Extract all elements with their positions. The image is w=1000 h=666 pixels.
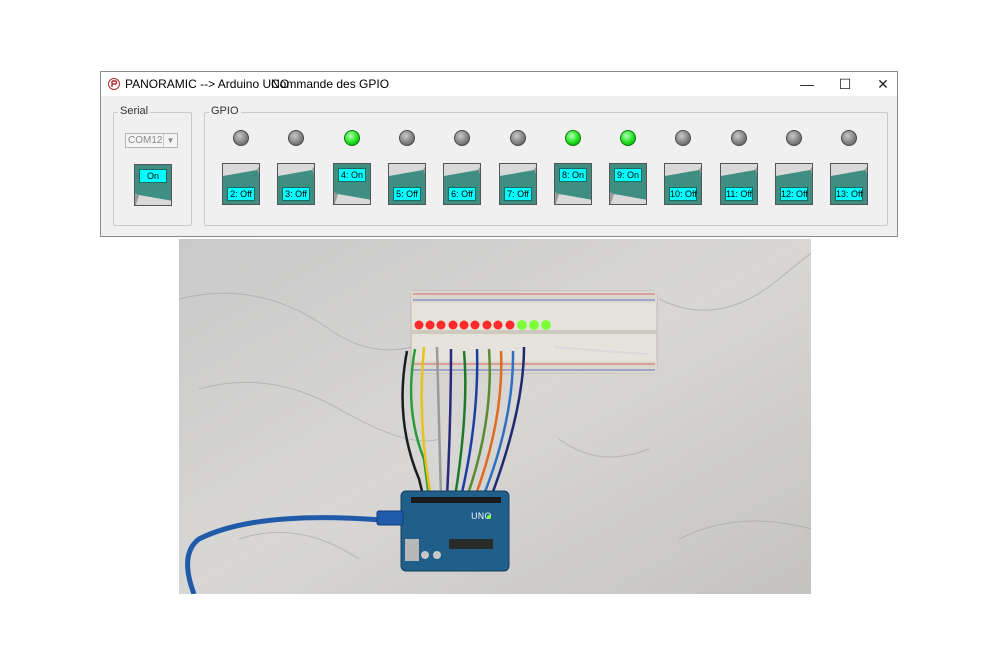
red-led: [425, 320, 435, 330]
gpio-toggle-label: 11: Off: [725, 187, 753, 201]
gpio-toggle-label: 10: Off: [669, 187, 697, 201]
minimize-icon: —: [800, 76, 814, 92]
chevron-down-icon[interactable]: ▼: [163, 134, 177, 147]
green-led: [541, 320, 551, 330]
gpio-toggle-button[interactable]: 4: On: [333, 163, 371, 205]
title-bar[interactable]: PANORAMIC --> Arduino UNO Commande des G…: [101, 72, 897, 96]
window-subtitle: Commande des GPIO: [271, 77, 390, 91]
serial-toggle-button[interactable]: On: [134, 164, 172, 206]
panoramic-app-icon: [108, 78, 120, 90]
gpio-toggle-button[interactable]: 9: On: [609, 163, 647, 205]
red-led: [436, 320, 446, 330]
serial-toggle-label: On: [139, 169, 167, 183]
gpio-toggle-label: 4: On: [338, 168, 366, 182]
red-led: [505, 320, 515, 330]
maximize-icon: ☐: [838, 75, 852, 92]
red-led: [470, 320, 480, 330]
gpio-led-7: [620, 130, 636, 146]
gpio-led-10: [786, 130, 802, 146]
gpio-toggle-label: 3: Off: [282, 187, 310, 201]
gpio-led-5: [510, 130, 526, 146]
gpio-led-6: [565, 130, 581, 146]
uno-label: UNO: [471, 512, 491, 522]
gpio-toggle-button[interactable]: 11: Off: [720, 163, 758, 205]
gpio-toggle-label: 6: Off: [448, 187, 476, 201]
com-port-select[interactable]: COM12 ▼: [125, 133, 178, 148]
window-title: PANORAMIC --> Arduino UNO: [125, 77, 290, 91]
gpio-led-2: [344, 130, 360, 146]
gpio-toggle-label: 8: On: [559, 168, 587, 182]
com-port-value: COM12: [128, 135, 163, 146]
serial-group-label: Serial: [118, 105, 151, 117]
close-button[interactable]: ✕: [865, 72, 901, 96]
serial-group: Serial COM12 ▼ On: [113, 105, 192, 226]
gpio-toggle-label: 13: Off: [835, 187, 863, 201]
gpio-led-3: [399, 130, 415, 146]
hardware-photo: UNO: [179, 239, 811, 594]
arduino-uno-board: UNO: [400, 490, 510, 572]
red-led: [459, 320, 469, 330]
gpio-toggle-button[interactable]: 12: Off: [775, 163, 813, 205]
gpio-toggle-button[interactable]: 6: Off: [443, 163, 481, 205]
gpio-toggle-button[interactable]: 5: Off: [388, 163, 426, 205]
green-led: [529, 320, 539, 330]
gpio-toggle-button[interactable]: 3: Off: [277, 163, 315, 205]
gpio-toggle-label: 12: Off: [780, 187, 808, 201]
gpio-group-label: GPIO: [209, 105, 241, 117]
gpio-group: GPIO 2: Off 3: Off 4: On 5: Off 6: Off 7: Off…: [204, 105, 888, 226]
green-led: [517, 320, 527, 330]
gpio-led-8: [675, 130, 691, 146]
gpio-toggle-button[interactable]: 8: On: [554, 163, 592, 205]
close-icon: ✕: [877, 75, 889, 92]
gpio-toggle-label: 5: Off: [393, 187, 421, 201]
jumper-wires: [401, 346, 650, 500]
gpio-led-4: [454, 130, 470, 146]
gpio-toggle-button[interactable]: 2: Off: [222, 163, 260, 205]
red-led: [414, 320, 424, 330]
arduino-breadboard-image: UNO: [179, 239, 811, 594]
breadboard: [410, 290, 658, 374]
gpio-toggle-button[interactable]: 13: Off: [830, 163, 868, 205]
minimize-button[interactable]: —: [789, 72, 825, 96]
gpio-toggle-button[interactable]: 7: Off: [499, 163, 537, 205]
gpio-led-11: [841, 130, 857, 146]
gpio-toggle-label: 2: Off: [227, 187, 255, 201]
gpio-toggle-button[interactable]: 10: Off: [664, 163, 702, 205]
gpio-led-0: [233, 130, 249, 146]
gpio-led-1: [288, 130, 304, 146]
red-led: [493, 320, 503, 330]
led-row: [414, 320, 551, 330]
red-led: [482, 320, 492, 330]
app-window: PANORAMIC --> Arduino UNO Commande des G…: [100, 71, 898, 237]
red-led: [448, 320, 458, 330]
usb-cable: [185, 510, 404, 594]
gpio-toggle-label: 7: Off: [504, 187, 532, 201]
gpio-toggle-label: 9: On: [614, 168, 642, 182]
maximize-button[interactable]: ☐: [827, 72, 863, 96]
gpio-led-9: [731, 130, 747, 146]
